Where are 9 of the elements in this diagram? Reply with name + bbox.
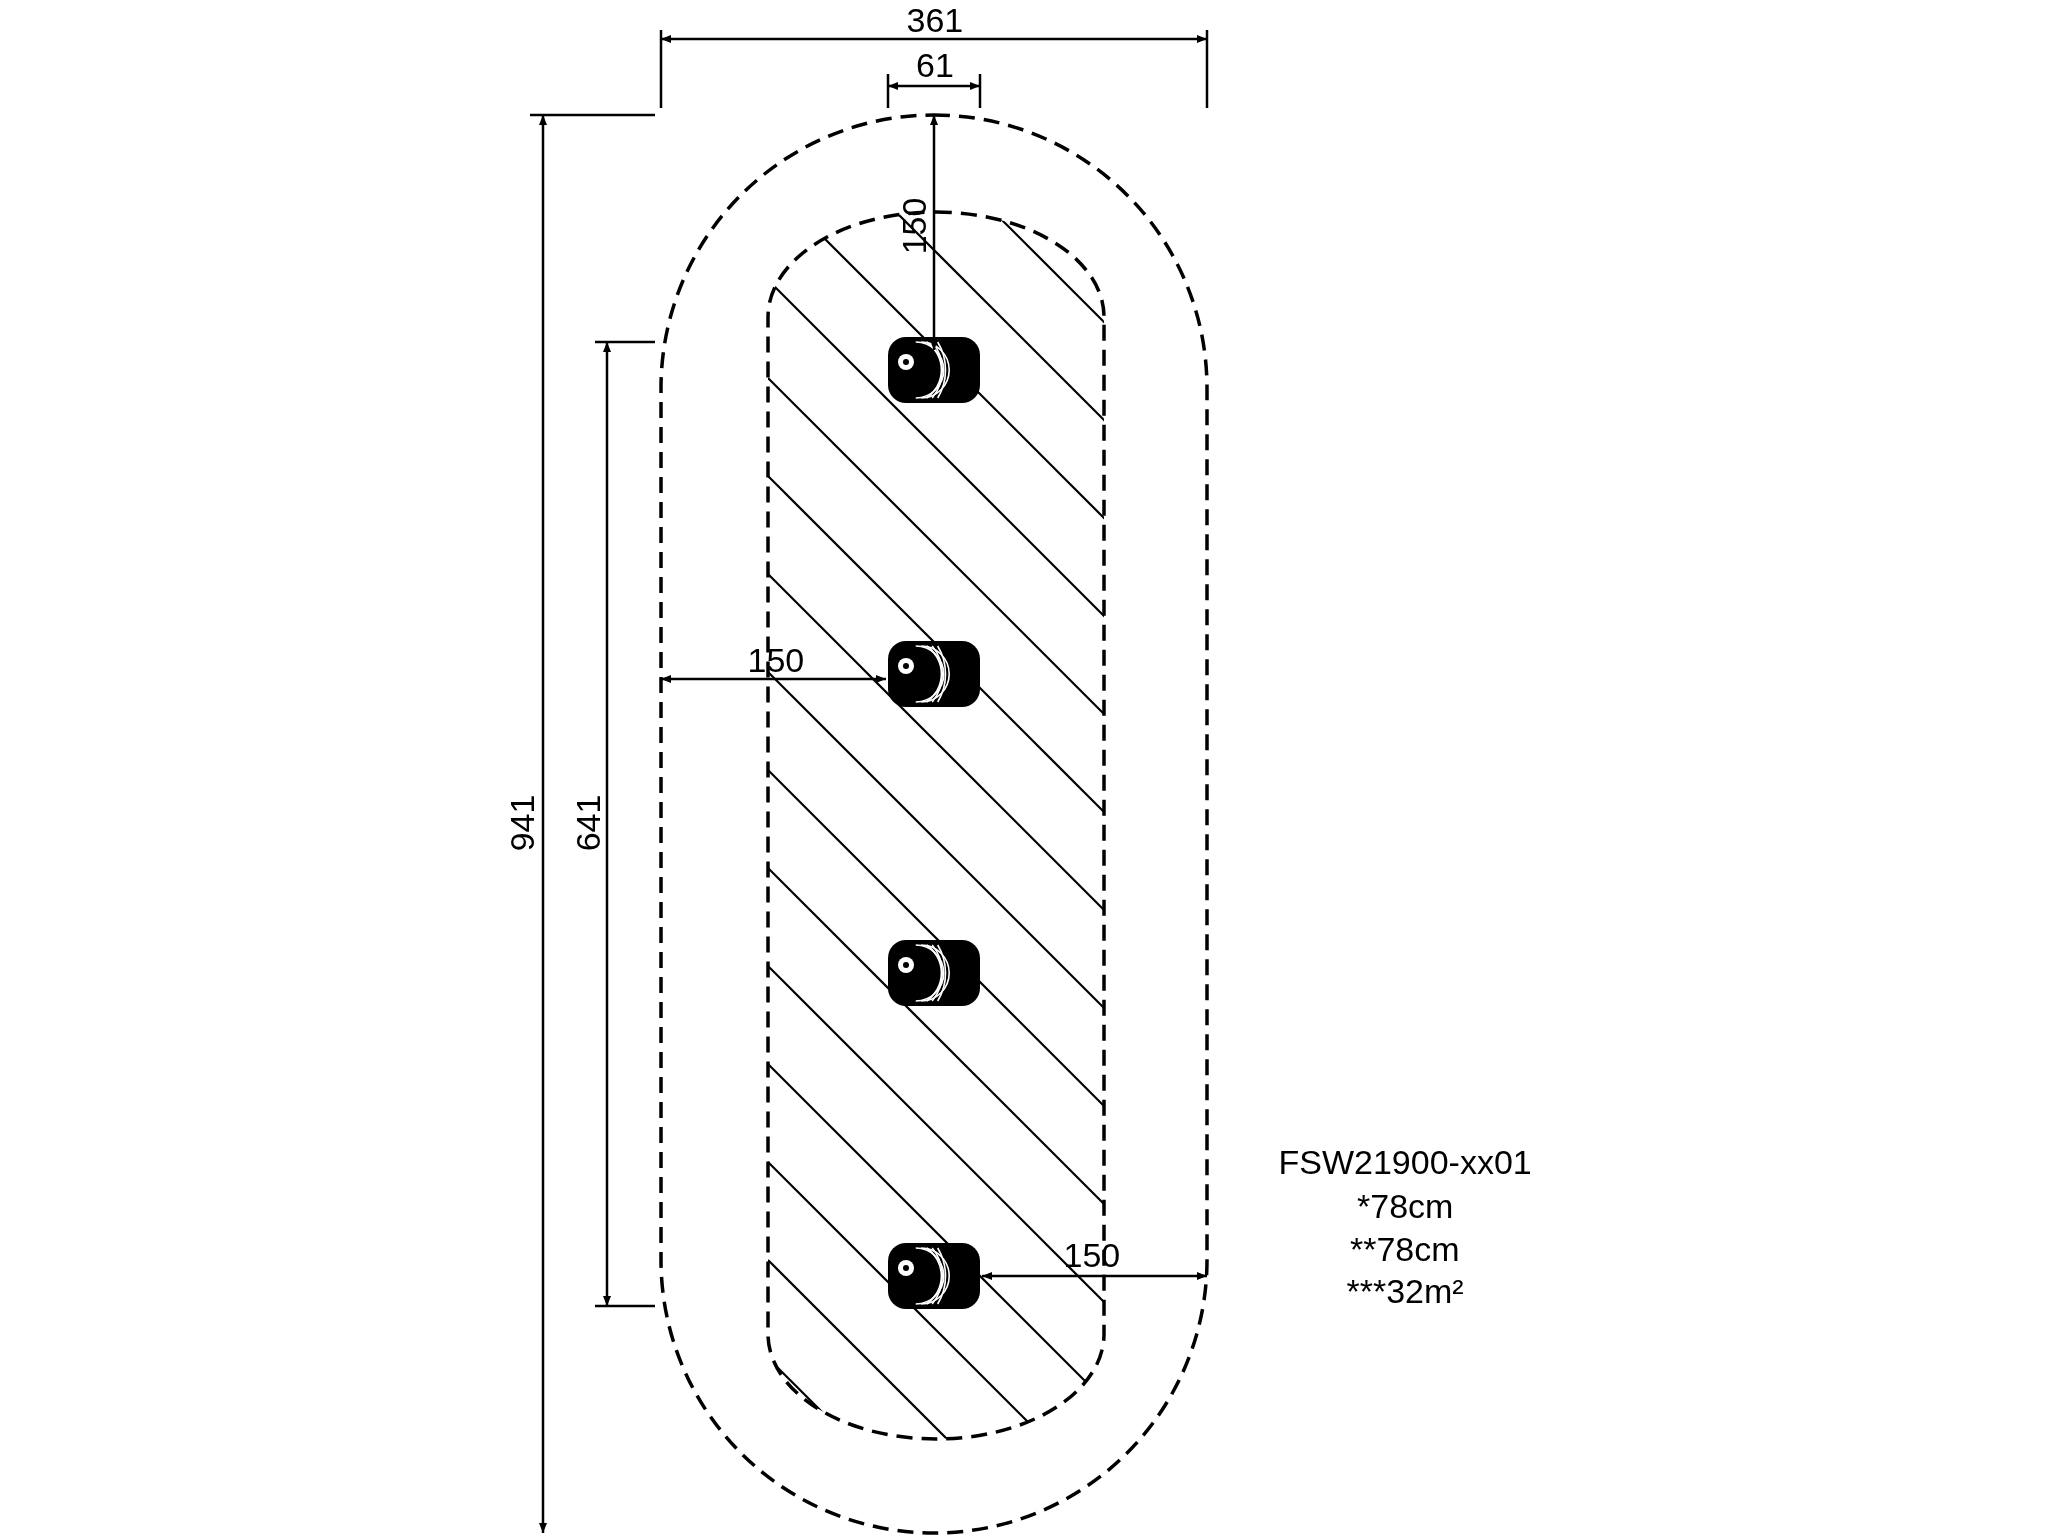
note-text: *78cm bbox=[1357, 1189, 1454, 1223]
dimension-label: 941 bbox=[504, 794, 539, 852]
dimension-label: 361 bbox=[906, 3, 964, 37]
dimension-label: 150 bbox=[747, 643, 805, 677]
note-text: ***32m² bbox=[1346, 1274, 1464, 1308]
dimension-label: 641 bbox=[570, 794, 605, 852]
product-code: FSW21900-xx01 bbox=[1278, 1145, 1532, 1179]
dimension-label: 61 bbox=[916, 48, 954, 82]
note-text: **78cm bbox=[1350, 1232, 1460, 1266]
